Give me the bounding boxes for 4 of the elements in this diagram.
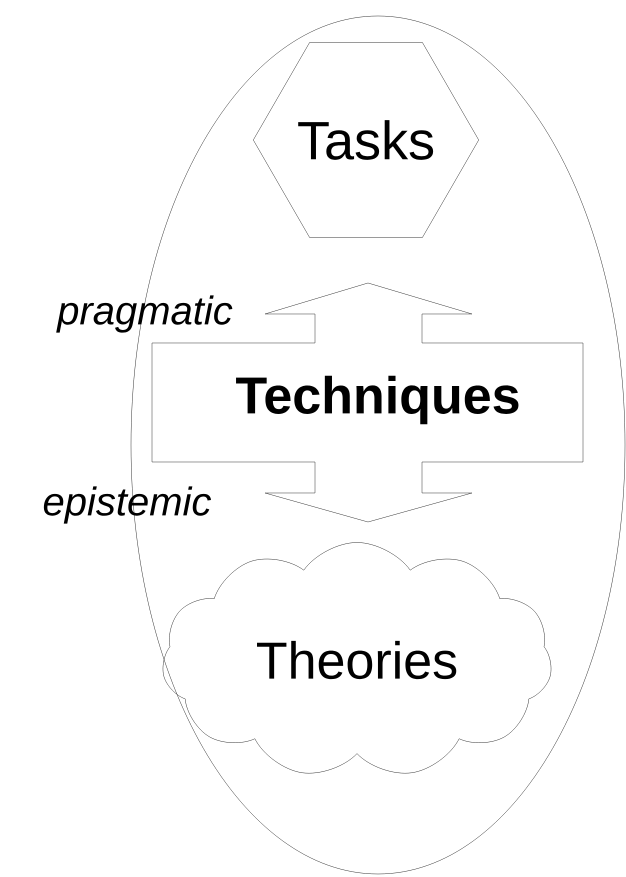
- side-label: epistemic: [44, 486, 211, 524]
- hexagon: Tasks: [253, 42, 479, 238]
- cloud: Theories: [162, 542, 552, 774]
- side-label: pragmatic: [56, 295, 232, 333]
